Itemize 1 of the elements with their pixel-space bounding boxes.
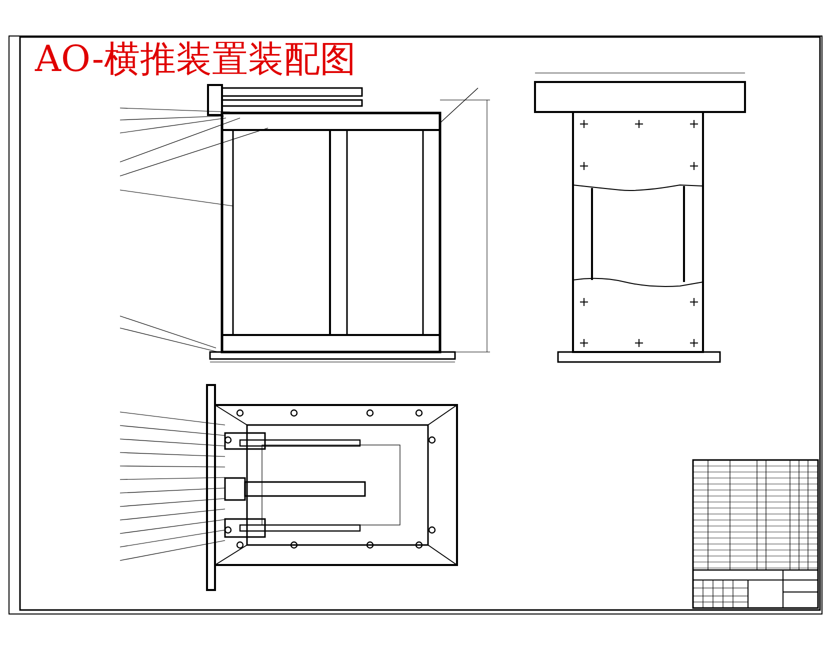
drawing-title: AO-横推装置装配图: [35, 38, 356, 82]
